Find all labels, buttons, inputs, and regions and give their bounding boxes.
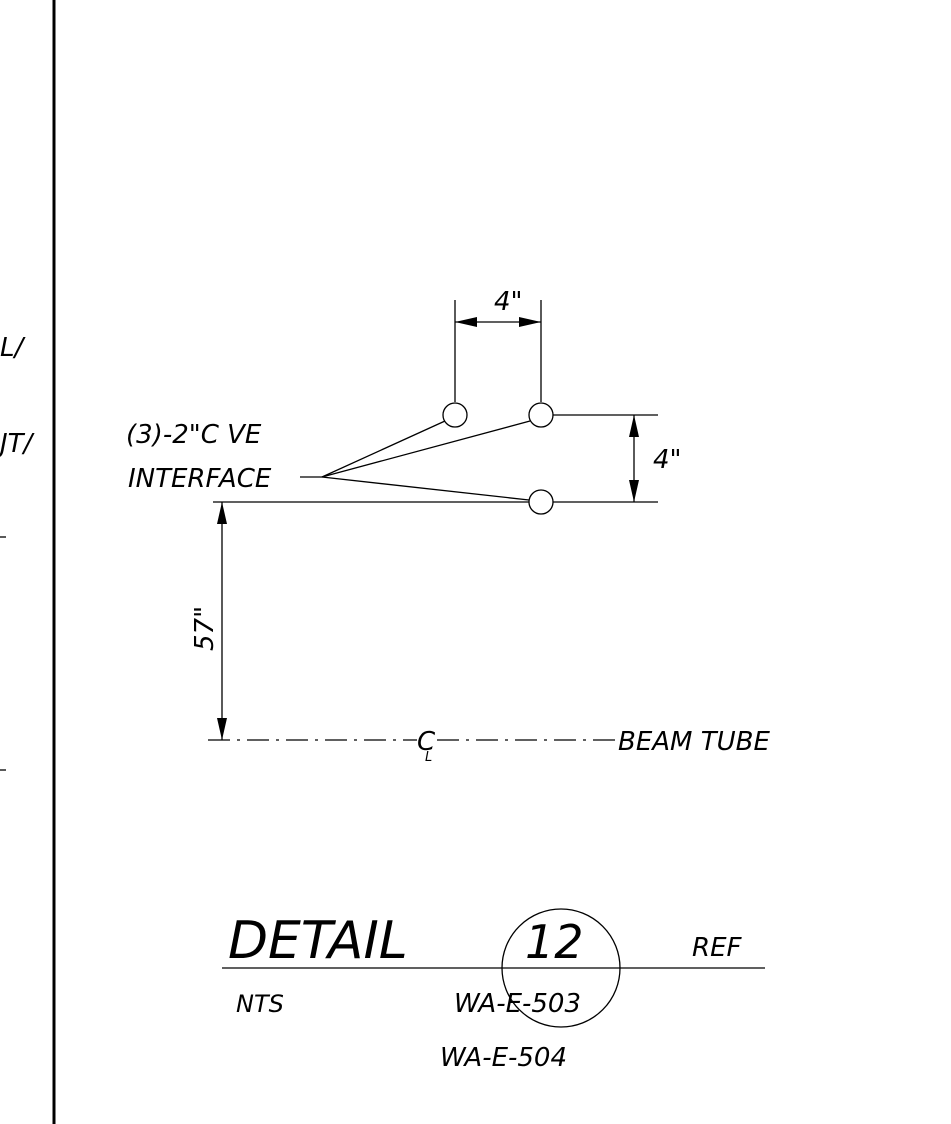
arrowhead-left <box>455 317 477 327</box>
arrowhead-right <box>519 317 541 327</box>
arrowhead-bottom <box>629 480 639 502</box>
sheet-reference-1: WA-E-503 <box>454 989 581 1019</box>
leader-to-top-right <box>321 420 531 478</box>
centerline-symbol-subscript: L <box>425 750 432 765</box>
height-dimension: 57" <box>190 502 227 740</box>
centerline-symbol: C <box>417 727 436 757</box>
scale-label: NTS <box>236 990 284 1018</box>
detail-title-block: DETAIL 12 REF NTS WA-E-503 WA-E-504 <box>222 908 765 1073</box>
horizontal-spacing-dimension: 4" <box>454 287 542 402</box>
leader-to-bottom <box>321 476 530 501</box>
conduit-top-right <box>528 402 554 428</box>
arrowhead-top <box>629 415 639 437</box>
beam-tube-label: BEAM TUBE <box>618 727 770 757</box>
margin-text-fragment-2: JT/ <box>0 429 36 459</box>
beam-tube-centerline: C L BEAM TUBE <box>208 727 770 765</box>
leader-to-top-left <box>321 420 446 478</box>
ref-label: REF <box>692 933 742 963</box>
sheet-reference-2: WA-E-504 <box>440 1043 567 1073</box>
callout-line-2: INTERFACE <box>128 464 272 494</box>
arrowhead-bottom <box>217 718 227 740</box>
height-label: 57" <box>190 606 220 651</box>
callout-line-1: (3)-2"C VE <box>126 420 262 450</box>
vertical-spacing-dimension: 4" <box>553 414 682 503</box>
vertical-spacing-label: 4" <box>653 445 682 475</box>
conduit-bottom <box>528 489 554 515</box>
conduit-callout: (3)-2"C VE INTERFACE <box>126 420 531 501</box>
detail-title: DETAIL <box>228 911 408 971</box>
arrowhead-top <box>217 502 227 524</box>
horizontal-spacing-label: 4" <box>494 287 523 317</box>
detail-number-bubble <box>501 908 621 1028</box>
conduits <box>442 402 554 515</box>
conduit-top-left <box>442 402 468 428</box>
detail-number: 12 <box>525 915 584 969</box>
margin-text-fragment-1: L/ <box>0 333 26 363</box>
